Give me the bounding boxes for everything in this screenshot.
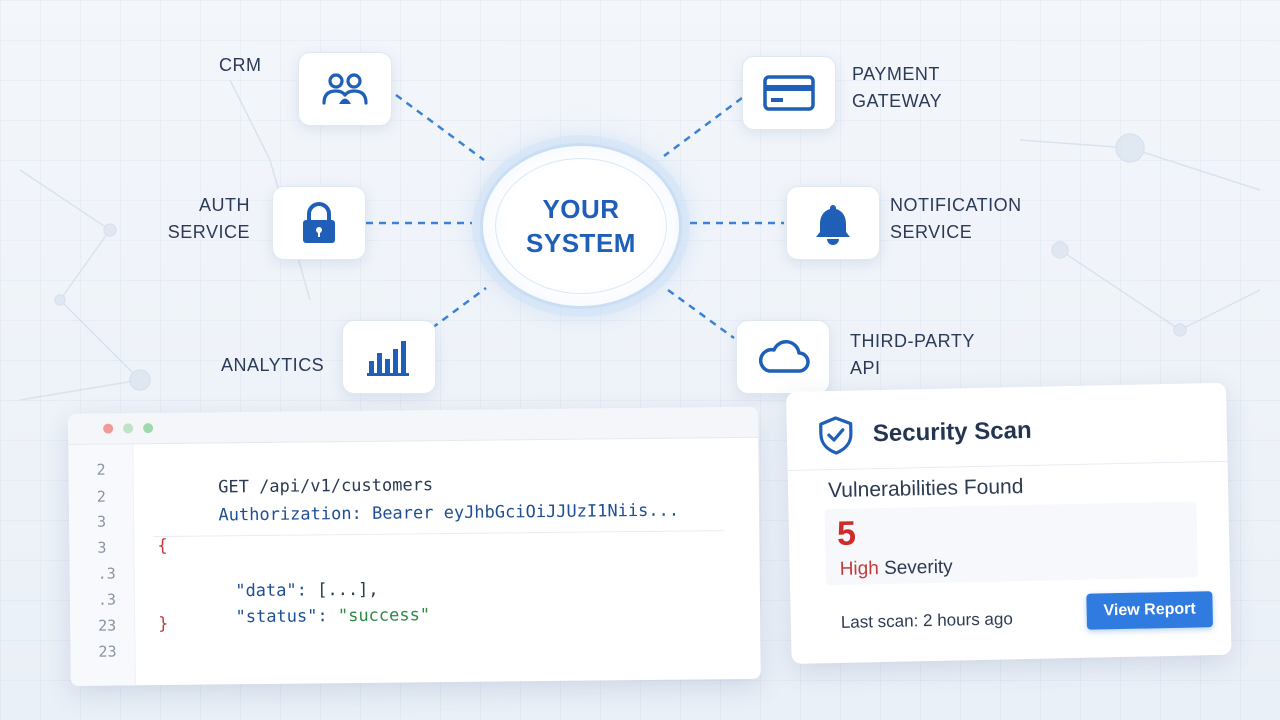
analytics-node[interactable]: [342, 320, 436, 394]
crm-label: CRM: [219, 52, 262, 79]
notification-label-line2: SERVICE: [890, 222, 973, 242]
last-scan-text: Last scan: 2 hours ago: [840, 609, 1014, 632]
auth-service-label: AUTH SERVICE: [150, 192, 250, 246]
third-party-label-line2: API: [850, 358, 881, 378]
third-party-label-line1: THIRD-PARTY: [850, 331, 975, 351]
third-party-api-label: THIRD-PARTY API: [850, 328, 975, 382]
shield-check-icon: [819, 416, 853, 455]
security-scan-title: Security Scan: [872, 416, 1032, 448]
auth-header-value: Bearer eyJhbGciOiJJUzI1Niis...: [371, 500, 680, 524]
line-number: 2: [96, 487, 106, 506]
code-editor-panel: 2 2 3 3 .3 .3 23 23 GET /api/v1/customer…: [68, 406, 761, 686]
line-number: 3: [97, 512, 107, 531]
analytics-label-text: ANALYTICS: [221, 355, 325, 375]
notification-service-label: NOTIFICATION SERVICE: [890, 192, 1022, 246]
payment-gateway-label: PAYMENT GATEWAY: [852, 61, 942, 115]
line-number: 2: [96, 460, 106, 479]
window-close-dot[interactable]: [103, 423, 114, 434]
payment-label-line2: GATEWAY: [852, 91, 943, 111]
notification-label-line1: NOTIFICATION: [890, 195, 1022, 215]
bar-chart-icon: [367, 341, 409, 376]
view-report-button[interactable]: View Report: [1086, 591, 1214, 630]
code-brace-close: }: [158, 613, 169, 635]
auth-label-line2: SERVICE: [167, 222, 250, 242]
connector-lines: [366, 93, 784, 340]
line-number: 23: [98, 616, 117, 635]
severity-box: 5 High Severity: [824, 501, 1198, 586]
decorative-mesh: [19, 79, 1261, 401]
window-maximize-dot[interactable]: [143, 423, 154, 434]
line-number: 3: [97, 538, 107, 557]
vulnerability-count: 5: [836, 514, 857, 553]
third-party-api-node[interactable]: [736, 320, 830, 394]
line-number: .3: [97, 590, 117, 609]
code-brace-open: {: [157, 535, 168, 557]
vulnerabilities-heading: Vulnerabilities Found: [827, 475, 1024, 503]
severity-word: High: [839, 558, 880, 580]
hub-title-line1: YOUR: [542, 194, 620, 224]
analytics-label: ANALYTICS: [221, 352, 324, 379]
hub-inner-ring: [495, 158, 667, 294]
code-status-line: "status": "success": [174, 585, 431, 648]
window-minimize-dot[interactable]: [123, 423, 134, 434]
bell-icon: [816, 205, 850, 245]
payment-gateway-node[interactable]: [742, 56, 836, 130]
status-key: "status":: [235, 606, 328, 628]
lock-icon: [303, 202, 335, 243]
security-scan-card: Security Scan Vulnerabilities Found 5 Hi…: [786, 382, 1232, 664]
line-number: .3: [97, 564, 116, 583]
crm-label-text: CRM: [219, 55, 262, 75]
auth-header-key: Authorization:: [218, 503, 362, 526]
cloud-icon: [759, 340, 810, 373]
hub-title-line2: SYSTEM: [526, 228, 636, 258]
notification-service-node[interactable]: [786, 186, 880, 260]
auth-label-line1: AUTH: [199, 195, 250, 215]
severity-label: High Severity: [840, 557, 953, 581]
line-number: 23: [98, 642, 117, 661]
your-system-hub: YOUR SYSTEM: [480, 143, 682, 309]
auth-service-node[interactable]: [272, 186, 366, 260]
credit-card-icon: [763, 75, 815, 111]
status-value: "success": [337, 605, 431, 627]
hub-title: YOUR SYSTEM: [506, 192, 656, 260]
payment-label-line1: PAYMENT: [852, 64, 940, 84]
security-divider: [787, 460, 1228, 471]
users-icon: [322, 73, 368, 105]
security-scan-header: Security Scan: [816, 411, 1032, 455]
code-body: 2 2 3 3 .3 .3 23 23 GET /api/v1/customer…: [68, 438, 760, 686]
severity-rest: Severity: [878, 556, 953, 580]
crm-node[interactable]: [298, 52, 392, 126]
